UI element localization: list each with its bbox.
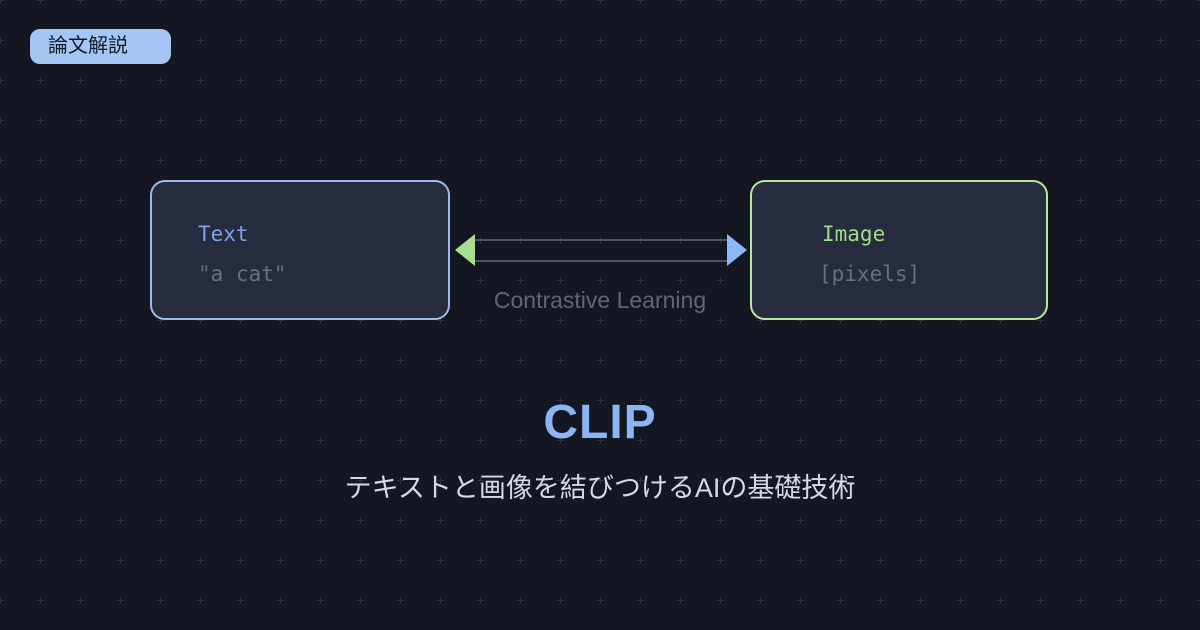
text-node: Text "a cat"	[150, 180, 450, 320]
image-node: Image [pixels]	[750, 180, 1048, 320]
topic-badge: 論文解説	[30, 29, 171, 64]
arrow-head-right	[727, 234, 747, 266]
topic-badge-label: 論文解説	[48, 35, 128, 57]
text-node-title: Text	[198, 222, 249, 246]
arrow-shaft	[475, 238, 727, 262]
arrow-head-left	[455, 234, 475, 266]
subtitle: テキストと画像を結びつけるAIの基礎技術	[344, 473, 856, 503]
arrow-label: Contrastive Learning	[493, 287, 707, 313]
image-node-value: [pixels]	[819, 262, 921, 286]
main-title: CLIP	[543, 396, 657, 449]
bidirectional-arrow	[455, 233, 747, 267]
text-node-value: "a cat"	[198, 262, 287, 286]
image-node-title: Image	[822, 222, 886, 246]
